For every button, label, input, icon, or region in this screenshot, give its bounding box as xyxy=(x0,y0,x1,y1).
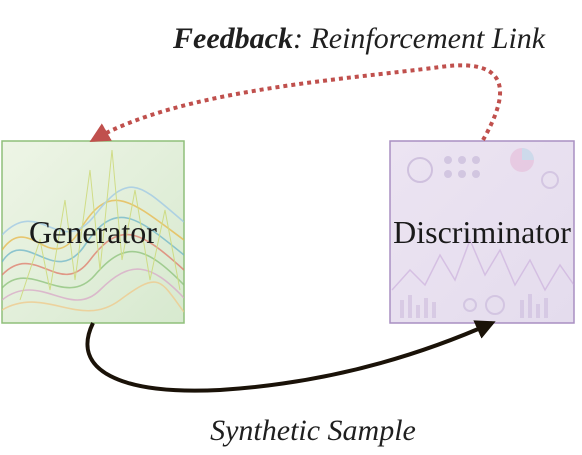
generator-waveform-art xyxy=(2,149,184,313)
feedback-caption-bold: Feedback xyxy=(172,22,293,55)
discriminator-node: Discriminator xyxy=(389,140,575,324)
generator-node: Generator xyxy=(1,140,185,324)
generator-label: Generator xyxy=(29,214,157,250)
discriminator-label: Discriminator xyxy=(393,214,571,250)
discriminator-dashboard-art xyxy=(391,148,574,318)
feedback-caption: Feedback: Reinforcement Link xyxy=(172,22,546,55)
synthetic-sample-caption: Synthetic Sample xyxy=(210,414,416,447)
discriminator-box xyxy=(389,140,575,324)
feedback-arrow xyxy=(89,63,502,142)
feedback-caption-rest: : Reinforcement Link xyxy=(293,22,546,55)
synthetic-sample-arrow xyxy=(85,320,496,393)
